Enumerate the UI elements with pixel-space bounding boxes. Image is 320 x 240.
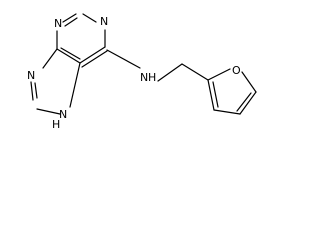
bond-n1-c2: [82, 13, 97, 23]
atom-label-n7-h: H: [52, 118, 60, 131]
molecule-svg: N N N N H N H O: [27, 13, 257, 131]
bond-ch2-c2f: [181, 63, 209, 81]
bond-c2-n3-double: [64, 17, 78, 27]
bond-nh-ch2: [157, 63, 183, 82]
bond-c5-c6-double: [81, 50, 108, 68]
atom-label-n7-ring: N: [59, 108, 67, 121]
atom-label-n9: N: [27, 69, 35, 82]
bond-c6-nh: [106, 49, 141, 69]
bond-c8-n7: [36, 108, 61, 115]
atom-label-n3: N: [54, 17, 62, 30]
bond-c4f-c3f: [213, 109, 241, 115]
bond-c2-n3: [62, 13, 77, 23]
bonds: [30, 13, 257, 115]
atom-label-amine-h: H: [148, 71, 156, 84]
bond-c4-n9: [42, 48, 58, 69]
atom-label-amine-n: N: [140, 71, 148, 84]
bond-c5f-c4f: [239, 91, 257, 115]
bond-n9-c8: [30, 81, 34, 101]
bond-c4-c5: [56, 48, 81, 64]
bond-n7-c5: [69, 62, 81, 108]
bond-c4-c5-double: [60, 47, 81, 60]
atom-label-furan-o: O: [232, 64, 241, 77]
bond-c2f-o: [207, 68, 231, 81]
bond-c3f-c2f: [207, 79, 215, 111]
bond-n9-c8-double: [34, 82, 38, 99]
molecule-diagram: N N N N H N H O: [0, 0, 277, 135]
atom-labels: N N N N H N H O: [27, 15, 241, 131]
bond-c5-c6: [79, 46, 106, 64]
bond-c5f-c4f-double: [236, 92, 252, 112]
bond-c3f-c2f-double: [212, 81, 219, 108]
bond-o-c5f: [241, 71, 257, 93]
atom-label-n1: N: [100, 15, 108, 28]
